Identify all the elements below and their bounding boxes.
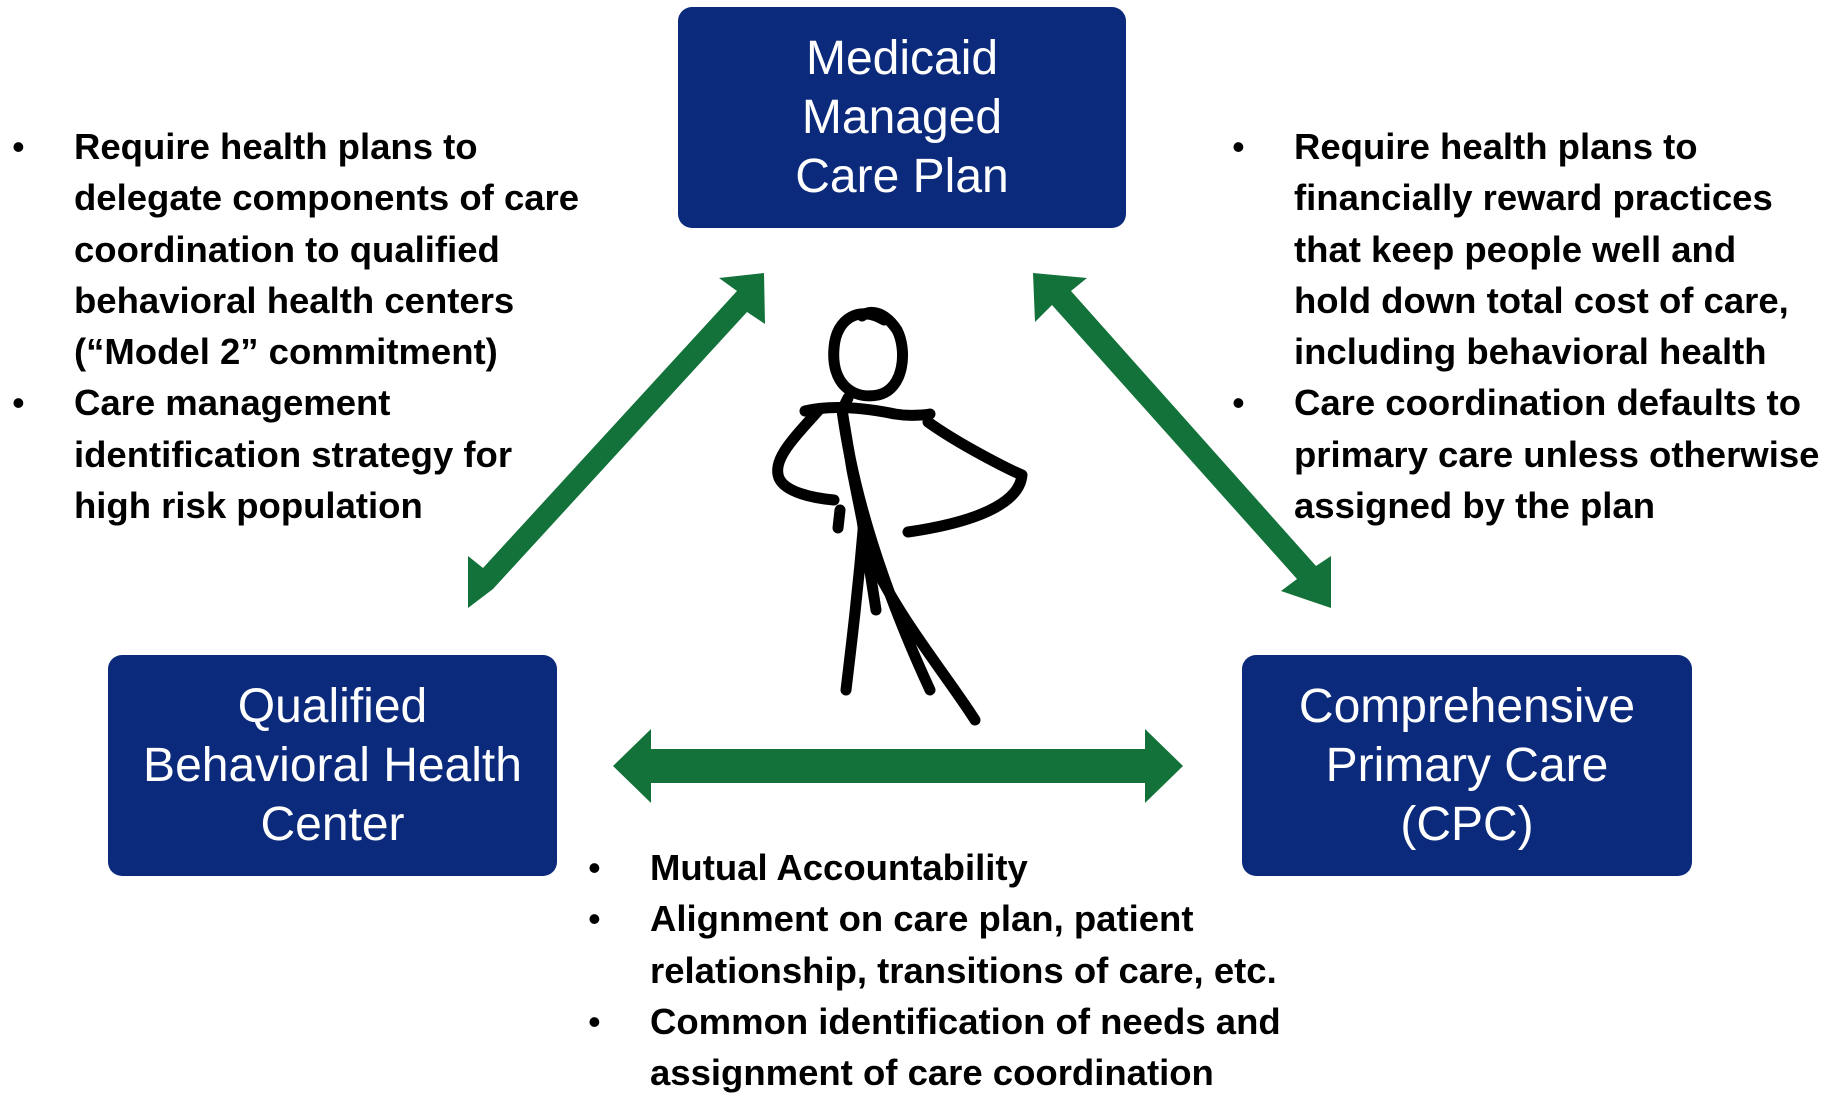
- figure-x-cross: [836, 404, 936, 696]
- bullet-icon: •: [588, 1000, 601, 1042]
- bullet-line: (“Model 2” commitment): [74, 331, 498, 373]
- node-top-line-1: Medicaid: [805, 32, 999, 85]
- bullet-line: that keep people well and: [1294, 228, 1737, 270]
- node-right-line-1: Comprehensive: [1298, 680, 1636, 733]
- node-right-line-2: Primary Care: [1325, 739, 1609, 792]
- bullet-line: coordination to qualified: [74, 228, 500, 270]
- figure-left-hand: [832, 504, 846, 534]
- bullet-icon: •: [12, 382, 25, 424]
- bullet-line: Care coordination defaults to: [1294, 382, 1801, 424]
- bullet-line: financially reward practices: [1294, 177, 1773, 219]
- bullet-line: including behavioral health: [1294, 331, 1767, 373]
- node-top-line-3: Care Plan: [795, 150, 1009, 203]
- double-arrow-icon: [1033, 273, 1331, 608]
- bullet-line: assignment of care coordination: [650, 1052, 1214, 1094]
- bullet-line: primary care unless otherwise: [1294, 433, 1820, 475]
- bullet-line: Care management: [74, 382, 391, 424]
- figure-shoulders: [799, 401, 936, 421]
- left-bullet-list: • Require health plans to delegate compo…: [12, 121, 632, 531]
- bullet-line: relationship, transitions of care, etc.: [650, 949, 1277, 991]
- bullet-line: delegate components of care: [74, 177, 580, 219]
- bullet-icon: •: [588, 847, 601, 888]
- bullet-icon: •: [12, 126, 25, 167]
- figure-right-arm: [902, 416, 1028, 538]
- bullet-icon: •: [1232, 382, 1245, 424]
- bottom-bullet-item: • Common identification of needs and ass…: [588, 996, 1348, 1098]
- node-right-line-3: (CPC): [1400, 798, 1534, 851]
- double-arrow-icon: [468, 273, 765, 608]
- bottom-bullet-list: • Mutual Accountability • Alignment on c…: [588, 842, 1348, 1098]
- node-left-line-1: Qualified: [237, 680, 428, 733]
- bullet-icon: •: [588, 898, 601, 940]
- right-bullet-list: • Require health plans to financially re…: [1232, 121, 1832, 531]
- double-arrow-icon: [613, 729, 1183, 803]
- medicaid-managed-care-plan-box: Medicaid Managed Care Plan: [678, 7, 1126, 228]
- figure-left-arm: [772, 405, 840, 506]
- bullet-line: Require health plans to: [1294, 126, 1698, 167]
- figure-left-leg: [840, 514, 870, 696]
- bullet-line: Require health plans to: [74, 126, 478, 167]
- right-bullet-item: • Require health plans to financially re…: [1232, 121, 1832, 377]
- bottom-bullet-item: • Mutual Accountability: [588, 842, 1348, 893]
- node-top-line-2: Managed: [801, 91, 1003, 144]
- bullet-line: high risk population: [74, 485, 423, 527]
- figure-head: [828, 307, 908, 402]
- node-left-line-3: Center: [260, 798, 405, 851]
- bullet-line: Alignment on care plan, patient: [650, 898, 1194, 940]
- bullet-line: Common identification of needs and: [650, 1000, 1281, 1042]
- bullet-line: Mutual Accountability: [650, 847, 1028, 888]
- bullet-line: identification strategy for: [74, 433, 513, 475]
- bullet-line: hold down total cost of care,: [1294, 279, 1789, 321]
- stick-figure-icon: [772, 307, 1028, 726]
- bottom-bullet-item: • Alignment on care plan, patient relati…: [588, 893, 1348, 996]
- qualified-behavioral-health-center-box: Qualified Behavioral Health Center: [108, 655, 557, 876]
- bullet-icon: •: [1232, 126, 1245, 167]
- comprehensive-primary-care-box: Comprehensive Primary Care (CPC): [1242, 655, 1692, 876]
- left-bullet-item: • Require health plans to delegate compo…: [12, 121, 632, 377]
- node-left-line-2: Behavioral Health: [143, 739, 522, 792]
- bullet-line: assigned by the plan: [1294, 485, 1656, 527]
- left-bullet-item: • Care management identification strateg…: [12, 377, 632, 531]
- bullet-line: behavioral health centers: [74, 279, 515, 321]
- right-bullet-item: • Care coordination defaults to primary …: [1232, 377, 1832, 531]
